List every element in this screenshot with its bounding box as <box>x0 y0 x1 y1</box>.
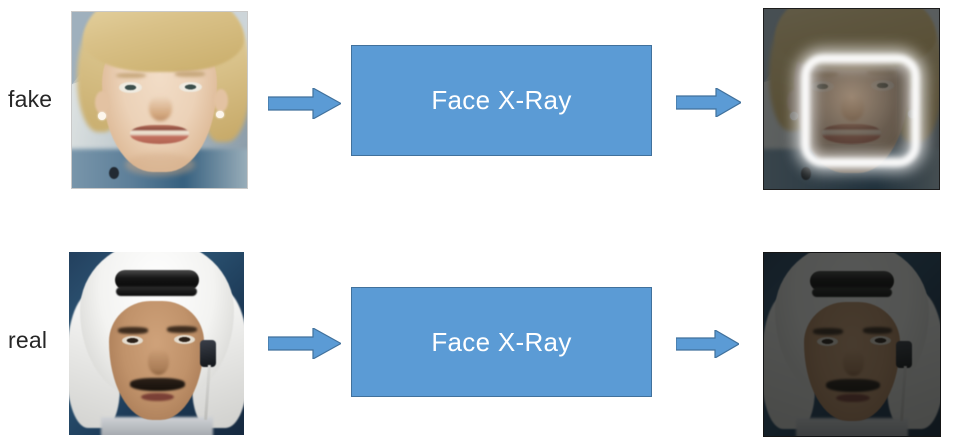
eyebrow-left <box>118 327 148 334</box>
xray-darken-overlay <box>764 253 940 436</box>
eye-right <box>174 335 195 345</box>
hair-top <box>82 12 244 72</box>
eyebrow-right <box>175 70 205 77</box>
chin-shadow <box>124 152 195 176</box>
eyebrow-right <box>167 326 197 333</box>
earring-left <box>98 112 107 121</box>
right-arrow-icon <box>268 328 341 359</box>
mouth <box>140 392 174 402</box>
arrow-real-input-to-model <box>268 328 341 359</box>
mouth <box>129 124 190 144</box>
right-arrow-icon <box>268 88 341 119</box>
collar <box>100 416 213 435</box>
agal-headband-lower <box>116 286 197 296</box>
arrow-model-to-fake-output <box>676 88 741 117</box>
eyebrow-left <box>115 72 146 79</box>
face-xray-box-fake-label: Face X-Ray <box>431 85 572 115</box>
face-xray-box-real[interactable]: Face X-Ray <box>351 287 652 397</box>
agal-headband <box>114 270 199 291</box>
arrow-fake-input-to-model <box>268 88 341 119</box>
nose <box>147 348 169 375</box>
eye-right <box>178 81 202 93</box>
fake-face-xray-output-image <box>763 8 940 190</box>
fake-face-xray-output-content <box>764 9 939 189</box>
nose <box>149 96 172 122</box>
right-arrow-icon <box>676 330 739 358</box>
real-face-input-content <box>69 252 244 435</box>
ear-left <box>94 91 109 115</box>
face-xray-box-fake[interactable]: Face X-Ray <box>351 45 652 156</box>
real-face-xray-output-image <box>763 252 941 437</box>
right-arrow-icon <box>676 88 741 117</box>
face-xray-box-real-label: Face X-Ray <box>431 326 572 357</box>
row-label-real: real <box>8 327 48 353</box>
mustache <box>130 378 185 392</box>
fake-face-input-image <box>71 11 248 189</box>
earring-right <box>216 110 225 119</box>
lapel-mic <box>108 166 120 180</box>
arrow-model-to-real-output <box>676 330 739 358</box>
eye-left <box>121 336 143 346</box>
real-face-xray-output-content <box>764 253 940 436</box>
eye-left <box>119 82 142 93</box>
real-face-input-image <box>69 252 244 435</box>
fake-face-input-content <box>72 12 247 188</box>
earpiece <box>200 339 216 368</box>
xray-blending-boundary <box>800 54 921 168</box>
ear-right <box>213 89 228 113</box>
row-label-fake: fake <box>8 86 53 112</box>
